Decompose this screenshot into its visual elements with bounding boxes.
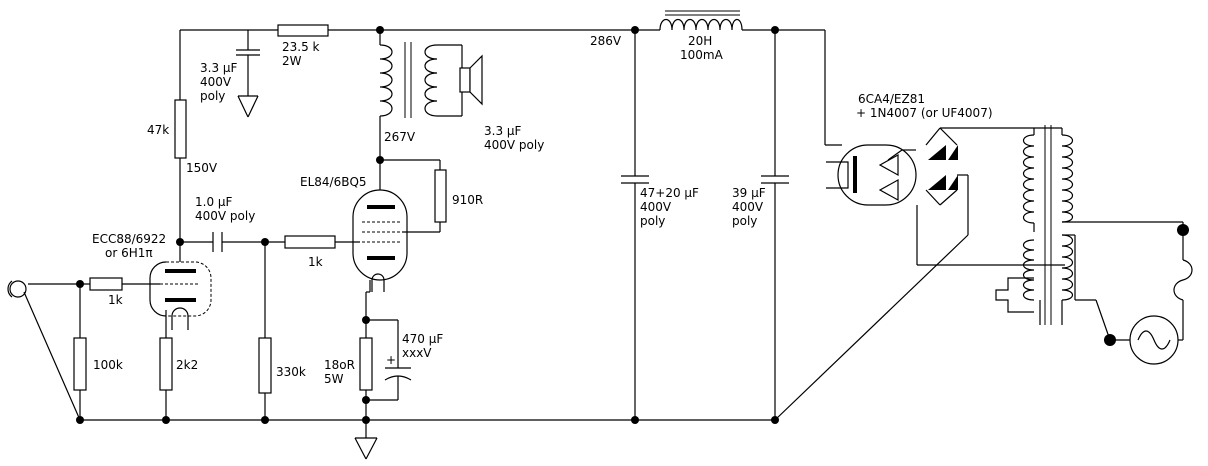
rectifier-diodes [925,127,958,206]
r-feed-power-label: 2W [282,54,302,68]
preamp-tube-label: ECC88/6922 [92,232,166,246]
c-filter1-voltage-label: 400V [640,200,672,214]
c-top-value-label: 3.3 µF [200,61,238,75]
c-filter2-type-label: poly [732,214,757,228]
capacitor-filter-1 [621,175,649,184]
r-grid-leak-out-label: 330k [276,365,306,379]
v-supply-label: 286V [590,34,622,48]
component-labels: 3.3 µF 400V poly 23.5 k 2W 47k 150V 3.3 … [92,34,993,386]
resistor-2k2 [159,337,173,391]
c-speaker-value-label: 3.3 µF [484,124,522,138]
capacitor-filter-2 [761,175,789,184]
c-interstage-value-label: 1.0 µF [195,195,233,209]
ground-icon [237,95,259,118]
r-input-leak-label: 100k [93,358,123,372]
v-plate-pre-label: 150V [186,161,218,175]
v-plate-out-label: 267V [384,130,416,144]
c-filter2-value-label: 39 µF [732,186,766,200]
r-grid-stop-out-label: 1k [308,255,323,269]
c-filter1-value-label: 47+20 µF [640,186,699,200]
r-feed-value-label: 23.5 k [282,40,320,54]
ac-source-icon [1129,315,1179,365]
c-bypass-voltage-label: xxxV [402,346,432,360]
resistor-grid-stop-out [284,235,336,249]
wiring [23,29,1184,438]
r-plate-label: 47k [147,123,169,137]
rectifier-diodes-label: + 1N4007 (or UF4007) [856,106,993,120]
rectifier-tube [826,144,917,206]
c-top-voltage-label: 400V [200,75,232,89]
resistor-18r [359,337,373,391]
capacitor-top-3u3 [236,49,260,56]
fuse-icon [1173,259,1193,301]
resistor-grid-stop-in [89,277,123,291]
c-bypass-value-label: 470 µF [402,332,443,346]
capacitor-bypass [384,367,412,381]
rectifier-tube-label: 6CA4/EZ81 [858,92,925,106]
mains-plug-icon [995,277,1034,313]
junction-dots [76,26,1189,424]
resistor-330k [258,337,272,394]
capacitor-interstage [212,232,223,252]
r-screen-label: 910R [452,193,483,207]
resistor-23k5 [277,24,329,37]
c-filter2-voltage-label: 400V [732,200,764,214]
r-grid-stop-in-label: 1k [108,293,123,307]
resistor-100k [73,337,87,391]
power-tube-label: EL84/6BQ5 [300,175,367,189]
ground-icon [354,437,378,460]
power-transformer [1022,125,1074,325]
preamp-tube [149,261,212,330]
speaker-icon [459,54,483,106]
output-transformer [379,42,463,118]
c-top-type-label: poly [200,89,225,103]
c-interstage-rating-label: 400V poly [195,209,255,223]
preamp-tube-alt-label: or 6H1π [105,246,153,260]
choke-current-label: 100mA [680,48,724,62]
c-filter1-type-label: poly [640,214,665,228]
input-jack-icon[interactable] [7,280,27,298]
c-bypass-plus-label: + [386,353,396,367]
resistor-47k [174,99,187,159]
choke-inductor [659,10,743,31]
r-cathode-pre-label: 2k2 [176,358,198,372]
r-cathode-out-power-label: 5W [324,372,344,386]
c-speaker-rating-label: 400V poly [484,138,544,152]
power-tube [352,189,408,292]
resistor-910r [434,169,447,223]
r-cathode-out-value-label: 18oR [324,358,355,372]
choke-value-label: 20H [688,34,712,48]
